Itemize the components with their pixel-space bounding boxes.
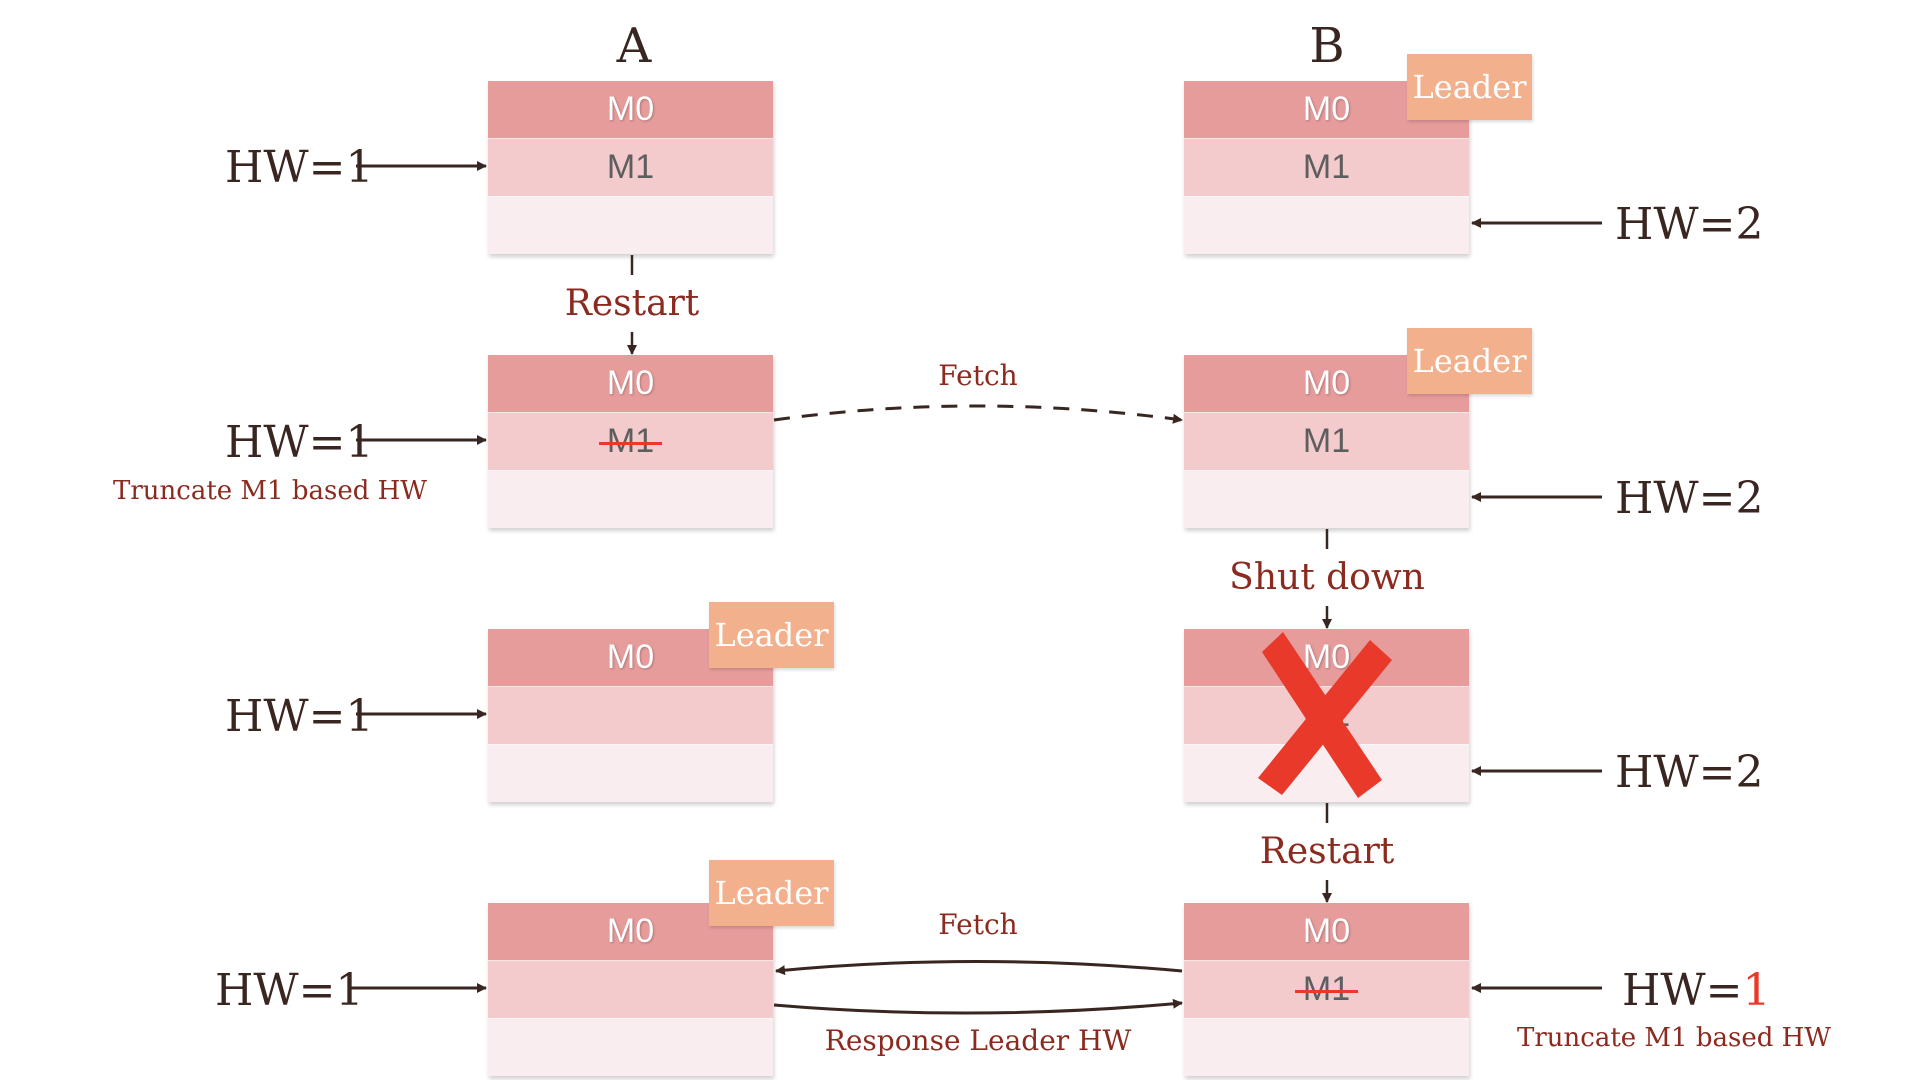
log-entry-empty [488, 196, 773, 254]
log-entry-empty [488, 1018, 773, 1076]
fetch-arrow-stage-2 [773, 404, 1183, 424]
truncate-note-a: Truncate M1 based HW [113, 476, 428, 506]
leader-badge-a-stage-4: Leader [709, 860, 834, 926]
hw-label-b-stage-3: HW=2 [1615, 747, 1764, 798]
log-entry-empty [488, 686, 773, 744]
hw-label-b-stage-2: HW=2 [1615, 473, 1764, 524]
message-label-fetch-2: Fetch [938, 908, 1018, 941]
log-entry-empty [1184, 196, 1469, 254]
log-entry-empty [1184, 470, 1469, 528]
log-entry-m1-truncated: M1 [488, 412, 773, 470]
log-entry-empty [488, 744, 773, 802]
truncate-note-b: Truncate M1 based HW [1517, 1023, 1832, 1053]
hw-label-a-stage-4: HW=1 [215, 965, 364, 1016]
log-b-stage-3: M0 M1 [1184, 629, 1469, 802]
log-entry-m0: M0 [1184, 903, 1469, 960]
transition-label-a-restart: Restart [564, 283, 700, 324]
leader-badge-a-stage-3: Leader [709, 602, 834, 668]
log-entry-m1: M1 [1184, 412, 1469, 470]
log-entry-m1: M1 [488, 138, 773, 196]
truncated-m1-text: M1 [598, 422, 663, 460]
hw-label-b-stage-1: HW=2 [1615, 199, 1764, 250]
column-header-a: A [616, 18, 652, 74]
log-b-stage-4: M0 M1 [1184, 903, 1469, 1076]
log-a-stage-1: M0 M1 [488, 81, 773, 254]
response-arrow-stage-4 [773, 998, 1183, 1015]
log-entry-m1: M1 [1184, 138, 1469, 196]
log-entry-empty [1184, 744, 1469, 802]
hw-prefix: HW= [1622, 965, 1743, 1016]
log-entry-m0: M0 [488, 355, 773, 412]
message-label-response: Response Leader HW [824, 1024, 1132, 1057]
leader-badge-b-stage-2: Leader [1407, 328, 1532, 394]
transition-label-b-shutdown: Shut down [1229, 557, 1425, 598]
transition-label-b-restart: Restart [1259, 831, 1395, 872]
hw-label-a-stage-1: HW=1 [225, 142, 374, 193]
truncated-m1-text: M1 [1294, 970, 1359, 1008]
log-entry-m1: M1 [1184, 686, 1469, 744]
hw-label-a-stage-3: HW=1 [225, 691, 374, 742]
log-entry-empty [1184, 1018, 1469, 1076]
fetch-arrow-stage-4 [775, 960, 1183, 976]
log-a-stage-2: M0 M1 [488, 355, 773, 528]
log-entry-empty [488, 470, 773, 528]
log-entry-m1-truncated: M1 [1184, 960, 1469, 1018]
log-entry-empty [488, 960, 773, 1018]
log-entry-m0: M0 [488, 81, 773, 138]
log-a-stage-4: M0 [488, 903, 773, 1076]
log-entry-m0: M0 [1184, 629, 1469, 686]
hw-label-a-stage-2: HW=1 [225, 417, 374, 468]
message-label-fetch-1: Fetch [938, 359, 1018, 392]
leader-badge-b-stage-1: Leader [1407, 54, 1532, 120]
hw-label-b-stage-4: HW=1 [1622, 969, 1770, 1013]
column-header-b: B [1309, 18, 1345, 74]
hw-value-highlight: 1 [1742, 965, 1771, 1016]
